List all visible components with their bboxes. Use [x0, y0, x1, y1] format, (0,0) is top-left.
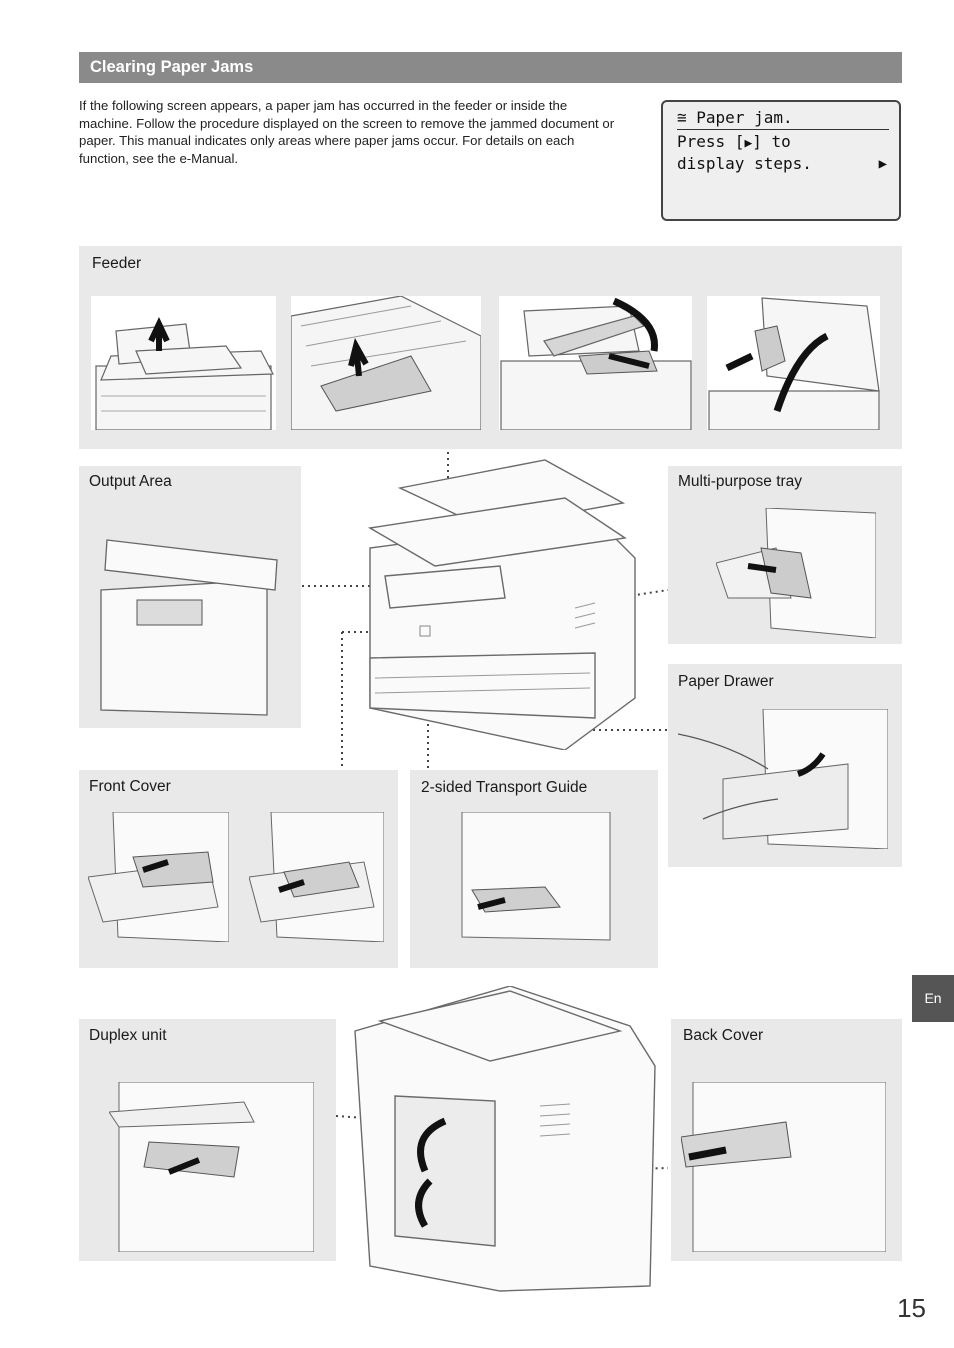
right-arrow-icon: ▶ — [744, 136, 753, 151]
output-area-illustration — [97, 520, 287, 716]
feeder-illustration-2 — [291, 296, 481, 430]
multipurpose-tray-illustration — [716, 508, 876, 638]
page-number: 15 — [897, 1293, 926, 1323]
panel-multipurpose-tray: Multi-purpose tray — [668, 466, 902, 644]
intro-paragraph: If the following screen appears, a paper… — [79, 98, 615, 166]
panel-output-area: Output Area — [79, 466, 301, 728]
panel-back-cover: Back Cover — [671, 1019, 902, 1261]
panel-label: Feeder — [92, 255, 142, 272]
panel-feeder: Feeder — [79, 246, 902, 449]
feeder-illustration-1 — [91, 296, 276, 430]
duplex-unit-illustration — [109, 1082, 314, 1252]
panel-transport-guide: 2-sided Transport Guide — [410, 770, 658, 968]
lcd-line-3: display steps. — [677, 154, 812, 173]
lcd-line-1: ≅ Paper jam. — [677, 108, 889, 130]
lcd-line-2: Press [▶] to — [677, 132, 791, 151]
panel-paper-drawer: Paper Drawer — [668, 664, 902, 867]
panel-front-cover: Front Cover — [79, 770, 398, 968]
printer-front-illustration — [365, 458, 640, 750]
panel-label: Output Area — [89, 473, 172, 490]
next-arrow-icon: ▶ — [878, 156, 887, 172]
feeder-illustration-3 — [499, 296, 692, 430]
panel-label: Paper Drawer — [678, 673, 774, 690]
panel-label: Front Cover — [89, 778, 171, 795]
front-cover-illustration-2 — [249, 812, 384, 942]
panel-label: 2-sided Transport Guide — [421, 779, 588, 796]
panel-duplex-unit: Duplex unit — [79, 1019, 336, 1261]
front-cover-illustration-1 — [88, 812, 229, 942]
section-title: Clearing Paper Jams — [79, 52, 902, 83]
feeder-illustration-4 — [707, 296, 880, 430]
paper-drawer-illustration — [678, 709, 888, 849]
transport-guide-illustration — [460, 812, 615, 942]
paper-jam-icon: ≅ — [677, 108, 687, 127]
printer-rear-illustration — [350, 986, 660, 1292]
lcd-message: Paper jam. — [696, 108, 793, 127]
language-tab: En — [912, 975, 954, 1022]
panel-label: Back Cover — [683, 1027, 764, 1044]
back-cover-illustration — [681, 1082, 886, 1252]
lcd-screen: ≅ Paper jam. Press [▶] to display steps.… — [661, 100, 901, 221]
panel-label: Multi-purpose tray — [678, 473, 803, 490]
panel-label: Duplex unit — [89, 1027, 167, 1044]
